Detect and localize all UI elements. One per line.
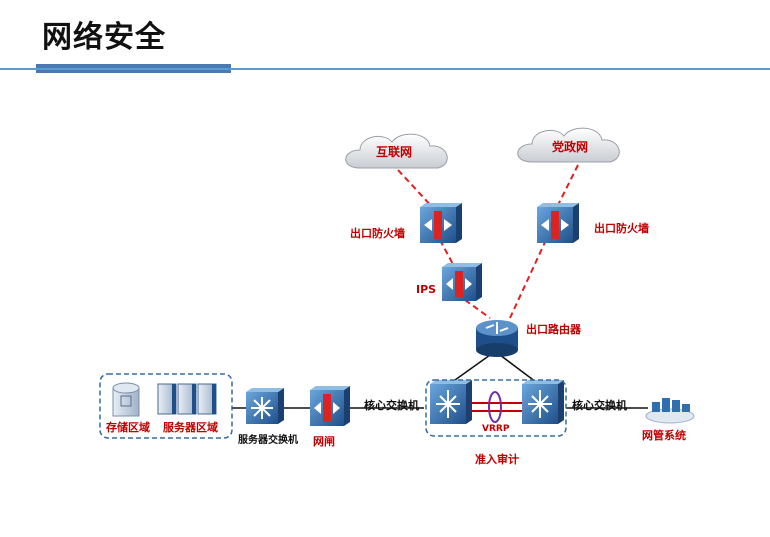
label-core-left: 核心交换机: [364, 399, 419, 412]
vrrp-ring: [488, 391, 502, 423]
link-fw-ips: [439, 239, 456, 269]
nms-icon: [645, 398, 695, 424]
cloud-internet-icon: [345, 133, 448, 169]
server-zone: [99, 373, 233, 439]
title-divider: [0, 68, 770, 70]
label-core-right: 核心交换机: [572, 399, 627, 412]
server-switch-icon: [246, 388, 284, 424]
label-internet: 互联网: [376, 145, 413, 159]
label-gateway: 网闸: [313, 435, 335, 448]
cloud-gov-icon: [517, 127, 620, 163]
core-switch-left-icon: [430, 380, 472, 424]
label-fw-left: 出口防火墙: [350, 227, 405, 240]
label-nms: 网管系统: [642, 429, 686, 442]
gateway-icon: [310, 386, 350, 426]
label-ips: IPS: [416, 283, 437, 296]
storage-icon: [112, 382, 140, 417]
firewall-left-icon: [420, 203, 462, 243]
link-ips-router: [464, 299, 491, 319]
firewall-right-icon: [537, 203, 579, 243]
label-fw-right: 出口防火墙: [594, 222, 649, 235]
label-access-audit: 准入审计: [475, 453, 519, 466]
link-gov-fw: [556, 164, 579, 208]
page-title: 网络安全: [42, 20, 166, 55]
router-icon: [476, 320, 518, 357]
label-vrrp: VRRP: [482, 424, 510, 434]
core-switch-right-icon: [522, 380, 564, 424]
ips-icon: [442, 263, 482, 301]
links: [232, 164, 648, 412]
label-router: 出口路由器: [526, 323, 581, 336]
label-storage: 存储区域: [106, 421, 150, 434]
label-server-switch: 服务器交换机: [238, 435, 298, 446]
core-zone: [425, 379, 567, 437]
link-fw-router: [509, 239, 547, 319]
label-gov-net: 党政网: [552, 140, 589, 154]
label-server-area: 服务器区域: [163, 421, 218, 434]
server-rack-icon: [157, 383, 217, 415]
